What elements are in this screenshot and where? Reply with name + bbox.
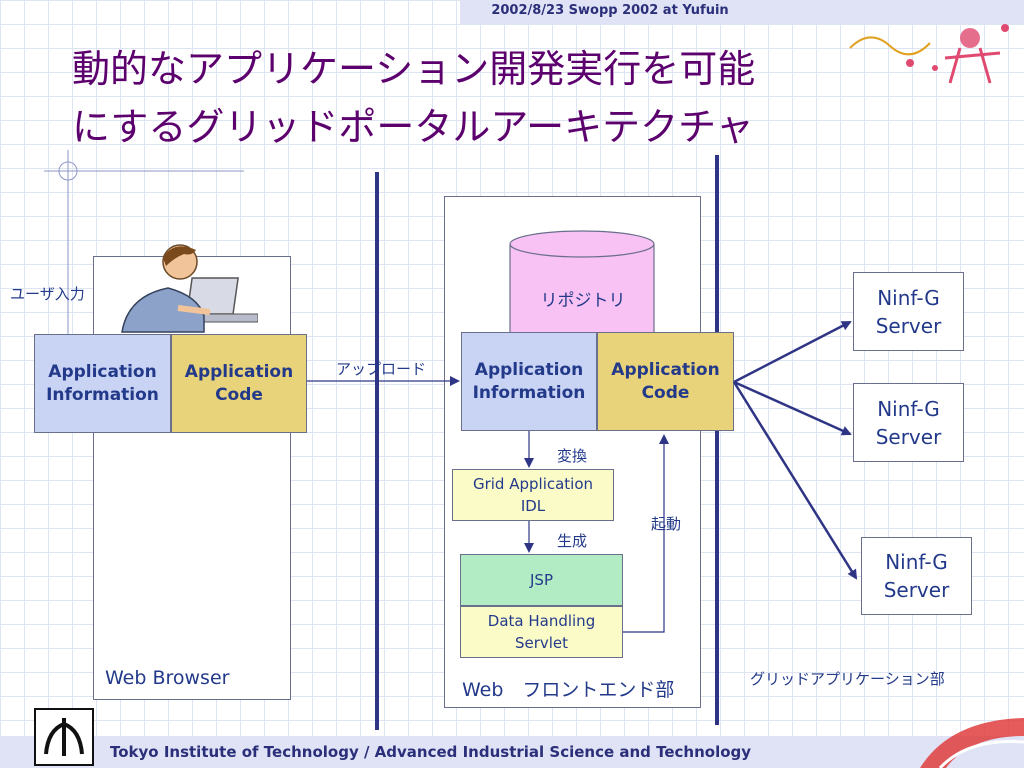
footer-text: Tokyo Institute of Technology / Advanced… (110, 743, 752, 761)
browser-app-information: Application Information (34, 334, 171, 433)
divider-line-left (375, 172, 379, 730)
divider-line-right (715, 155, 719, 725)
upload-label: アップロード (336, 360, 427, 378)
header-band (460, 0, 1024, 24)
title-line-2: にするグリッドポータルアーキテクチャ (72, 105, 754, 149)
ninf-g-server-3: Ninf-G Server (861, 537, 972, 615)
web-frontend-label: Web フロントエンド部 (462, 679, 675, 701)
grid-application-label: グリッドアプリケーション部 (750, 670, 945, 688)
repository-label: リポジトリ (540, 291, 626, 311)
server-arrow-3 (732, 381, 858, 580)
slide-title: 動的なアプリケーション開発実行を可能 にするグリッドポータルアーキテクチャ (72, 40, 942, 156)
ninf-g-server-2: Ninf-G Server (853, 383, 964, 462)
conference-logo (849, 24, 1009, 84)
title-line-1: 動的なアプリケーション開発実行を可能 (72, 47, 756, 91)
header-text: 2002/8/23 Swopp 2002 at Yufuin (491, 3, 729, 18)
web-browser-label: Web Browser (105, 667, 230, 689)
user-at-laptop-icon (121, 244, 258, 333)
data-handling-servlet-box: Data Handling Servlet (460, 606, 623, 658)
footer-band (0, 736, 1024, 768)
generate-label: 生成 (557, 532, 588, 550)
jsp-box: JSP (460, 554, 623, 606)
server-arrow-2 (733, 380, 852, 436)
browser-app-code: Application Code (171, 334, 307, 433)
launch-arrow (623, 434, 669, 633)
launch-label: 起動 (651, 515, 682, 533)
frontend-app-information: Application Information (461, 332, 597, 431)
convert-label: 変換 (557, 447, 588, 465)
server-arrow-1 (733, 320, 852, 384)
frontend-app-code: Application Code (597, 332, 734, 431)
ninf-g-server-1: Ninf-G Server (853, 272, 964, 351)
grid-application-idl-box: Grid Application IDL (452, 469, 614, 521)
user-input-label: ユーザ入力 (10, 285, 85, 303)
decorative-swoosh (920, 718, 1024, 768)
decorative-crosshair (44, 150, 244, 350)
university-emblem-icon (34, 708, 94, 766)
